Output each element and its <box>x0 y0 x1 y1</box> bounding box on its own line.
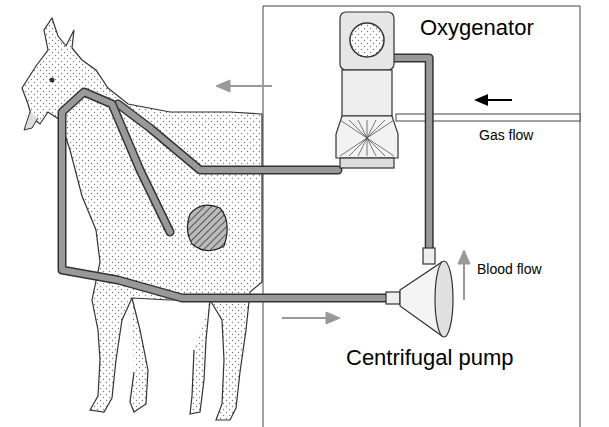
part-label: Centrifugal pump <box>346 346 514 370</box>
centrifugal-pump: Centrifugal pump <box>386 248 458 344</box>
panel-frame <box>263 6 580 427</box>
oxygenator: Oxygenator <box>336 12 398 174</box>
oxygenator-shape <box>336 12 398 174</box>
flow-label: Blood flow <box>476 262 543 277</box>
centrifugal-pump-shape <box>386 248 458 344</box>
goat-leg <box>190 300 210 414</box>
part-label: Oxygenator <box>420 16 534 40</box>
goat-eye <box>50 78 55 83</box>
goat-heart <box>187 205 227 250</box>
flow-label: Gas flow <box>478 128 534 143</box>
gas-line <box>396 94 580 121</box>
goat-leg <box>130 298 148 412</box>
blood-tube-outline <box>394 58 429 248</box>
blood-tube <box>394 58 429 248</box>
goat-beard <box>24 112 38 130</box>
